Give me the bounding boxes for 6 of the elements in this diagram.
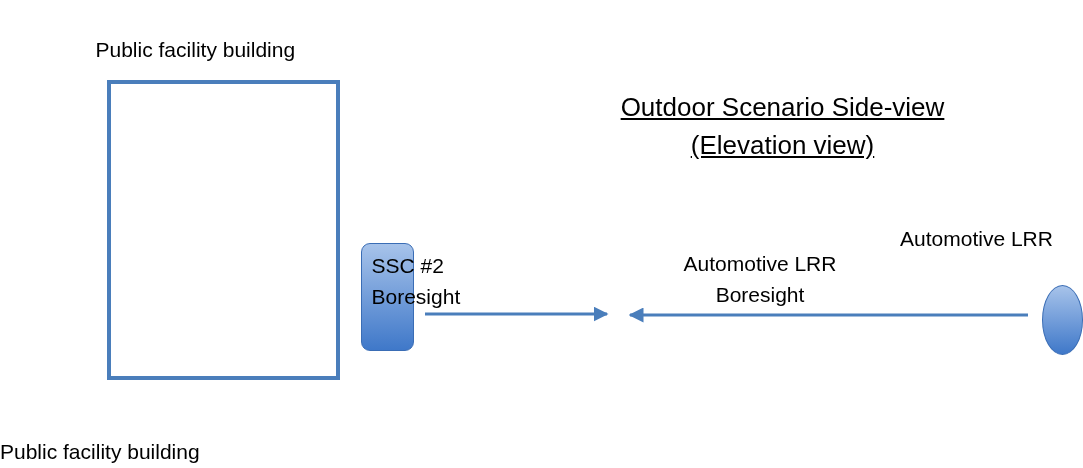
arrow [425,306,609,322]
building-label: Public facility building [95,37,297,63]
radar-label: Automotive LRR [899,226,1054,252]
building-label: Public facility building [0,439,200,465]
arrow [628,307,1028,323]
diagram-title: Outdoor Scenario Side-view (Elevation view) [619,91,946,162]
